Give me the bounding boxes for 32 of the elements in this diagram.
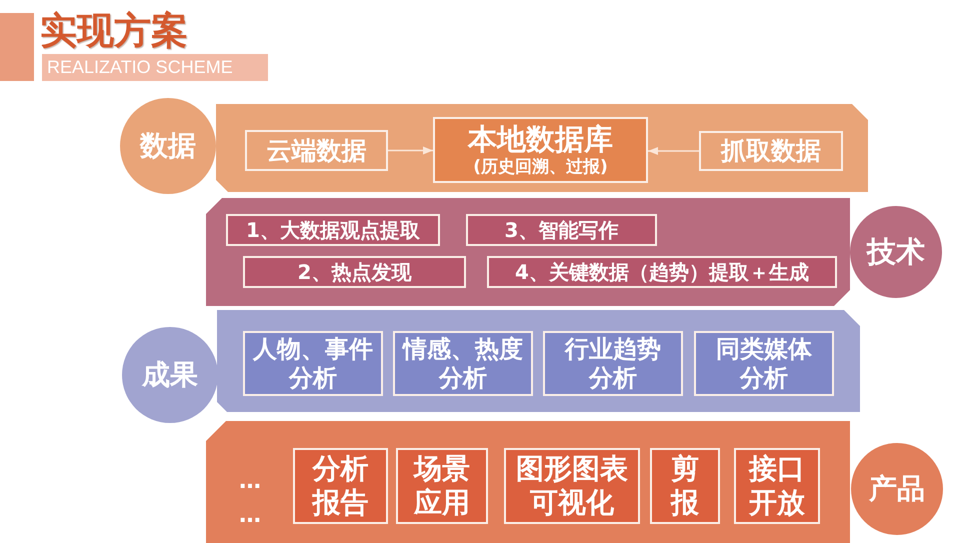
product-box: 分析报告 xyxy=(293,448,388,524)
database-box xyxy=(433,117,648,183)
product-box: 场景应用 xyxy=(396,448,488,524)
page-title: 实现方案 xyxy=(40,9,188,53)
product-box: 接口开放 xyxy=(734,448,820,524)
result-box: 同类媒体分析 xyxy=(694,331,834,396)
arrow xyxy=(388,146,433,154)
section-label: 成果 xyxy=(142,358,198,392)
result-box: 人物、事件分析 xyxy=(243,331,383,396)
section-label: 产品 xyxy=(869,472,925,506)
source-box: 云端数据 xyxy=(245,130,388,171)
section-band xyxy=(206,198,942,306)
ellipsis: … xyxy=(239,502,261,530)
technique-box: 2、热点发现 xyxy=(243,256,466,288)
technique-box: 3、智能写作 xyxy=(466,214,657,246)
product-box: 剪报 xyxy=(650,448,720,524)
result-box: 情感、热度分析 xyxy=(393,331,533,396)
ellipsis: … xyxy=(239,468,261,496)
section-label: 数据 xyxy=(140,129,196,163)
technique-box: 4、关键数据（趋势）提取＋生成 xyxy=(487,256,837,288)
section-label: 技术 xyxy=(867,234,925,270)
product-box: 图形图表可视化 xyxy=(504,448,640,524)
section-band xyxy=(206,421,943,543)
technique-box: 1、大数据观点提取 xyxy=(226,214,440,246)
source-box: 抓取数据 xyxy=(699,131,843,171)
section-band xyxy=(120,98,868,194)
subtitle-banner: REALIZATIO SCHEME xyxy=(42,54,268,81)
box-title: 本地数据库 xyxy=(468,122,613,158)
arrow xyxy=(648,147,699,155)
section-band xyxy=(122,310,860,423)
box-note: (历史回溯、过报) xyxy=(473,157,608,178)
result-box: 行业趋势分析 xyxy=(543,331,683,396)
